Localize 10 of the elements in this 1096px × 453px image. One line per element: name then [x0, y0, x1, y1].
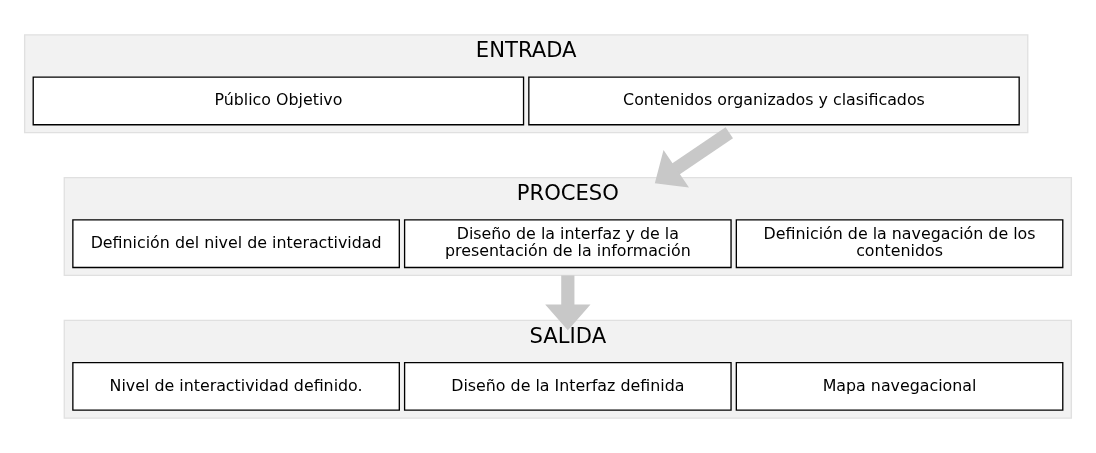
node-box: Definición del nivel de interactividad	[72, 219, 400, 269]
arrow	[654, 127, 733, 188]
node-box: Definición de la navegación de los contenidos	[735, 219, 1064, 269]
node-box: Diseño de la Interfaz definida	[403, 361, 732, 411]
node-box: Diseño de la interfaz y de la presentación de la información	[403, 219, 732, 269]
arrow	[545, 275, 591, 331]
node-box: Contenidos organizados y clasificados	[528, 76, 1020, 126]
node-box: Nivel de interactividad definido.	[72, 361, 400, 411]
node-box: Público Objetivo	[32, 76, 525, 126]
node-box: Mapa navegacional	[735, 361, 1064, 411]
